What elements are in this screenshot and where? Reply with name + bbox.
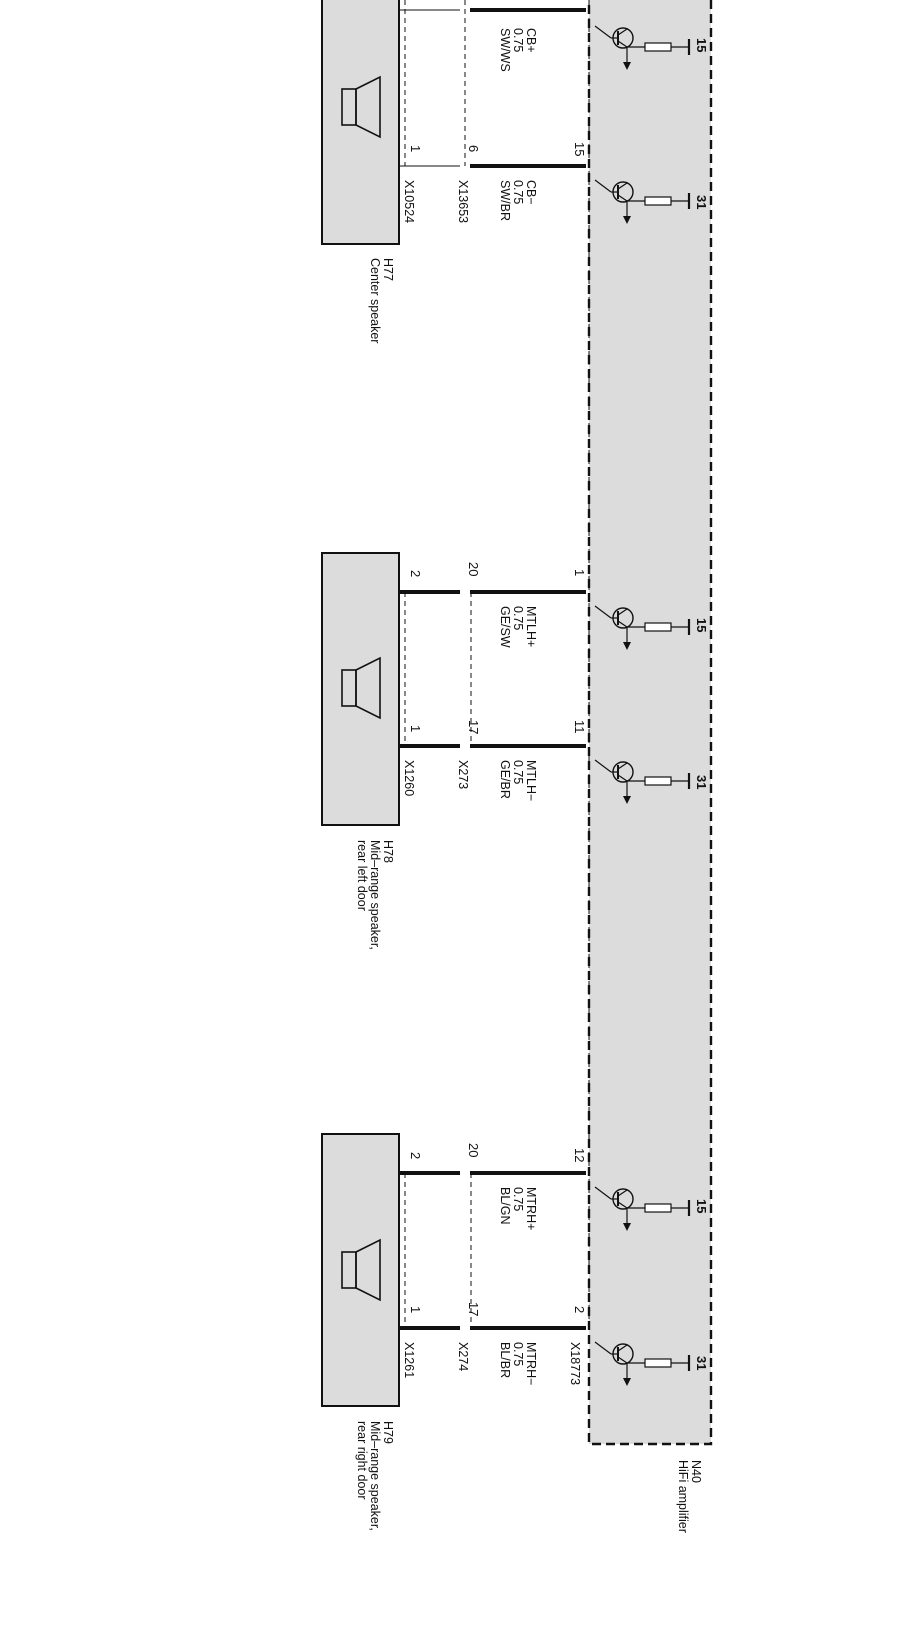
signal-label: MTLH+ (524, 606, 538, 647)
signal-label: CB− (524, 180, 538, 205)
inline-pin-label: 17 (466, 720, 481, 734)
inline-pin-label: 20 (466, 562, 481, 576)
ground-label: 15 (694, 1199, 709, 1213)
amp-pin-label: 2 (572, 1306, 587, 1313)
wire-color-label: BL/GN (498, 1187, 512, 1225)
inline-connector-label: X274 (456, 1342, 470, 1371)
wires-h78 (399, 590, 586, 748)
amplifier-labels: N40 HiFi amplifier (676, 1460, 703, 1533)
amp-pin-label: 12 (572, 1148, 587, 1162)
speaker-id-label: H77 (381, 258, 395, 281)
signal-label: CB+ (524, 28, 538, 53)
amplifier-name-label: HiFi amplifier (676, 1460, 690, 1533)
ground-label: 31 (694, 1356, 709, 1370)
speaker-id-label: H79 (381, 1421, 395, 1444)
amp-pin-label: 11 (572, 720, 587, 734)
h78-labels: 1 20 2 MTLH+ 0.75 GE/SW 11 17 1 MTLH− 0.… (355, 562, 709, 950)
speaker-pin-label: 2 (408, 1152, 423, 1159)
h79-labels: 12 20 2 MTRH+ 0.75 BL/GN 2 17 1 MTRH− 0.… (355, 1143, 709, 1531)
wire-color-label: BL/BR (498, 1342, 512, 1378)
amplifier-box (587, 0, 713, 1446)
wire-size-label: 0.75 (511, 760, 525, 784)
h77-labels: CB+ 0.75 SW/WS 15 6 1 CB− 0.75 SW/BR X13… (368, 28, 709, 343)
inline-pin-label: 20 (466, 1143, 481, 1157)
speaker-id-label: H78 (381, 840, 395, 863)
amp-connector-label: X18773 (568, 1342, 582, 1385)
signal-label: MTRH− (524, 1342, 538, 1385)
wire-size-label: 0.75 (511, 606, 525, 630)
speaker-box-h78 (321, 552, 400, 826)
wire-color-label: SW/WS (498, 28, 512, 72)
speaker-name-label: Center speaker (368, 258, 382, 343)
speaker-connector-label: X10524 (402, 180, 416, 223)
wires-h79 (399, 1171, 586, 1330)
speaker-pin-label: 1 (408, 145, 423, 152)
speaker-box-h77 (321, 0, 400, 245)
signal-label: MTRH+ (524, 1187, 538, 1230)
wire-size-label: 0.75 (511, 180, 525, 204)
speaker-pin-label: 1 (408, 725, 423, 732)
speaker-pin-label: 2 (408, 570, 423, 577)
speaker-box-h79 (321, 1133, 400, 1407)
inline-pin-label: 17 (466, 1302, 481, 1316)
amp-pin-label: 1 (572, 569, 587, 576)
wire-size-label: 0.75 (511, 28, 525, 52)
amplifier-id-label: N40 (689, 1460, 703, 1483)
speaker-connector-label: X1260 (402, 760, 416, 796)
signal-label: MTLH− (524, 760, 538, 801)
wire-size-label: 0.75 (511, 1342, 525, 1366)
wire-color-label: GE/SW (498, 606, 512, 648)
speaker-pin-label: 1 (408, 1306, 423, 1313)
inline-pin-label: 6 (466, 145, 481, 152)
wire-size-label: 0.75 (511, 1187, 525, 1211)
speaker-name-label: rear left door (355, 840, 369, 911)
wires-h77 (399, 0, 590, 168)
wire-color-label: SW/BR (498, 180, 512, 221)
ground-label: 31 (694, 195, 709, 209)
speaker-name-label: rear right door (355, 1421, 369, 1500)
ground-label: 15 (694, 618, 709, 632)
speaker-name-label: Mid–range speaker, (368, 840, 382, 950)
wire-color-label: GE/BR (498, 760, 512, 799)
inline-connector-label: X13653 (456, 180, 470, 223)
amp-pin-label: 15 (572, 142, 587, 156)
speaker-name-label: Mid–range speaker, (368, 1421, 382, 1531)
inline-connector-label: X273 (456, 760, 470, 789)
ground-label: 15 (694, 38, 709, 52)
speaker-connector-label: X1261 (402, 1342, 416, 1378)
ground-label: 31 (694, 775, 709, 789)
